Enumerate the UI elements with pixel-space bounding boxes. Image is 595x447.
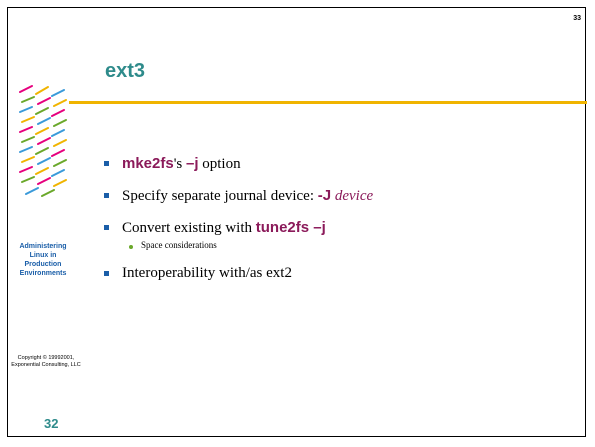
sidebar-line: Environments [19,270,67,277]
sidebar-line: Production [24,261,62,268]
bullet-text: 's [173,156,186,172]
copyright-notice: Copyright © 19992001, Exponential Consul… [10,355,82,369]
copyright-line: Exponential Consulting, LLC [11,362,81,368]
bullet-text: Interoperability with/as ext2 [122,265,292,281]
bullet-text: Convert existing with [122,220,256,236]
bullet-marker [104,225,109,230]
slide: 33 ext3 Administering Linux in Productio… [7,7,587,437]
command-text: mke2fs [122,155,174,172]
bullet-marker [104,161,109,166]
sidebar-line: Administering [19,243,67,250]
bullet-text: Specify separate journal device: [122,188,318,204]
sub-bullet-text: Space considerations [141,240,217,250]
sidebar-text: Administering Linux in Production Enviro… [12,242,74,278]
bullet-marker [104,193,109,198]
decorative-graphic [19,85,67,197]
sidebar-line: Linux in [29,252,57,259]
command-text: tune2fs –j [255,219,326,236]
page-number-top: 33 [573,15,581,22]
command-text: -J [317,187,332,204]
bullet-marker [104,271,109,276]
slide-title: ext3 [105,60,146,82]
sub-bullet-marker [129,245,133,249]
copyright-line: Copyright © 19992001, [17,355,75,361]
title-rule [69,101,587,104]
bullet-text: option [198,156,241,172]
device-text: device [334,188,374,204]
command-text: –j [186,155,199,172]
slide-number: 32 [44,416,59,431]
